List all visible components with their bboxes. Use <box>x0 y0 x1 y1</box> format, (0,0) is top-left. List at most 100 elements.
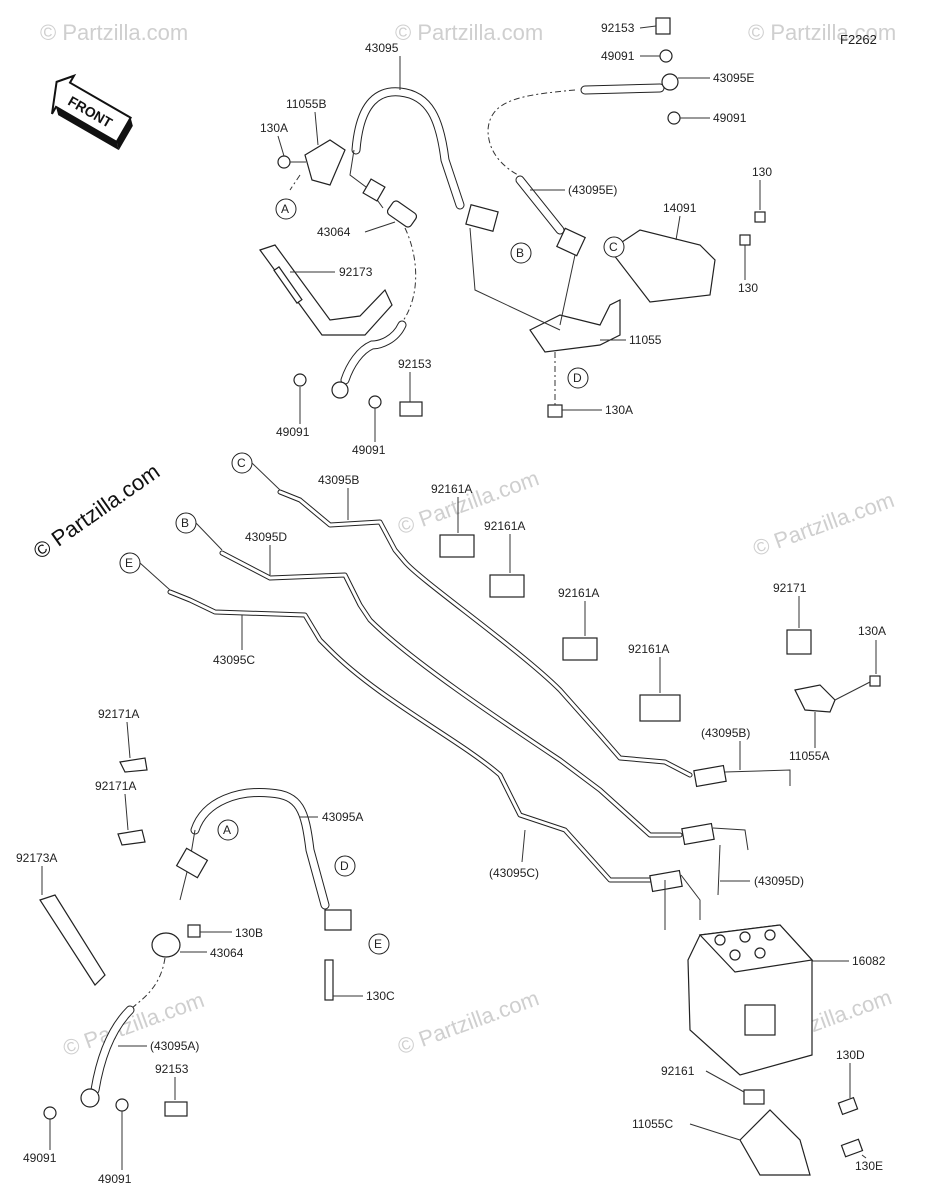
svg-text:43095A: 43095A <box>322 810 363 824</box>
bolt-92153-top <box>655 17 671 35</box>
grommet-92161 <box>743 1089 765 1105</box>
clamp-92161A-2 <box>489 574 525 598</box>
clamp-92161A-4 <box>639 694 681 722</box>
banjo-43095E <box>661 73 679 91</box>
svg-text:92171: 92171 <box>773 581 807 595</box>
svg-text:92153: 92153 <box>601 21 635 35</box>
bracket-11055C <box>739 1109 811 1176</box>
bolt-130B <box>187 924 201 938</box>
bolt-130A-right <box>869 675 881 687</box>
svg-text:(43095D): (43095D) <box>754 874 804 888</box>
svg-text:130A: 130A <box>260 121 288 135</box>
svg-text:B: B <box>181 516 189 530</box>
clamp-92161A-3 <box>562 637 598 661</box>
svg-text:A: A <box>223 823 231 837</box>
svg-text:E: E <box>374 937 382 951</box>
svg-text:B: B <box>516 246 524 260</box>
washer-49091-top2 <box>667 111 681 125</box>
svg-text:43095: 43095 <box>365 41 399 55</box>
svg-text:92161A: 92161A <box>628 642 669 656</box>
svg-text:D: D <box>573 371 582 385</box>
svg-text:92161A: 92161A <box>484 519 525 533</box>
svg-text:49091: 49091 <box>713 111 747 125</box>
bolt-130D <box>837 1096 859 1116</box>
stay-92173 <box>259 244 393 336</box>
bolt-92153-bot <box>164 1101 188 1117</box>
svg-text:11055: 11055 <box>629 333 662 347</box>
hose-joint-43095 <box>465 203 499 233</box>
svg-text:49091: 49091 <box>352 443 386 457</box>
svg-text:49091: 49091 <box>601 49 635 63</box>
svg-text:92173: 92173 <box>339 265 373 279</box>
svg-text:16082: 16082 <box>852 954 886 968</box>
bolt-130-a <box>754 211 766 223</box>
svg-text:43064: 43064 <box>317 225 351 239</box>
svg-text:130A: 130A <box>858 624 886 638</box>
watermark-main: © Partzilla.com <box>29 459 165 565</box>
svg-text:11055B: 11055B <box>286 97 326 111</box>
clamp-92161A-1 <box>439 534 475 558</box>
part-labels: 92153 49091 43095E 49091 43095 11055B 13… <box>16 21 886 1186</box>
svg-text:(43095E): (43095E) <box>568 183 617 197</box>
watermark-text: © Partzilla.com <box>395 20 543 45</box>
watermark-text: © Partzilla.com <box>750 487 898 561</box>
washer-49091-top-left <box>293 373 307 387</box>
callouts: A B C D C B E A D E <box>119 198 625 955</box>
svg-text:130: 130 <box>738 281 758 295</box>
svg-text:49091: 49091 <box>276 425 310 439</box>
svg-text:43095D: 43095D <box>245 530 287 544</box>
svg-text:92171A: 92171A <box>95 779 136 793</box>
svg-text:E: E <box>125 556 133 570</box>
svg-text:49091: 49091 <box>23 1151 57 1165</box>
svg-text:130B: 130B <box>235 926 263 940</box>
banjo-top <box>331 381 349 399</box>
bracket-11055B <box>304 139 346 186</box>
hose-joint-43095E <box>556 227 586 257</box>
svg-text:(43095C): (43095C) <box>489 866 539 880</box>
cover-14091 <box>609 229 716 303</box>
svg-text:130E: 130E <box>855 1159 883 1173</box>
svg-text:92161A: 92161A <box>558 586 599 600</box>
svg-text:92153: 92153 <box>155 1062 189 1076</box>
svg-text:92161: 92161 <box>661 1064 695 1078</box>
svg-text:14091: 14091 <box>663 201 697 215</box>
svg-text:130: 130 <box>752 165 772 179</box>
bolt-92153-mid <box>399 401 423 417</box>
svg-text:(43095B): (43095B) <box>701 726 750 740</box>
svg-text:A: A <box>281 202 289 216</box>
svg-text:92153: 92153 <box>398 357 432 371</box>
svg-text:11055C: 11055C <box>632 1117 673 1131</box>
svg-text:92161A: 92161A <box>431 482 472 496</box>
svg-text:92171A: 92171A <box>98 707 139 721</box>
abs-unit-16082 <box>687 924 814 1076</box>
joint-43095A <box>175 847 209 879</box>
svg-text:(43095A): (43095A) <box>150 1039 199 1053</box>
clip-92171A-2 <box>117 829 146 846</box>
clamp-11055A <box>794 684 836 713</box>
svg-text:49091: 49091 <box>98 1172 132 1186</box>
svg-text:11055A: 11055A <box>789 749 829 763</box>
svg-text:C: C <box>237 456 246 470</box>
washer-49091-bm <box>115 1098 129 1112</box>
front-arrow-icon: FRONT <box>51 73 133 151</box>
hose-joint-43095A <box>324 909 352 931</box>
svg-text:92173A: 92173A <box>16 851 57 865</box>
watermark-text: © Partzilla.com <box>394 985 542 1059</box>
stay-92173A <box>39 894 106 986</box>
bolt-130A-top <box>277 155 291 169</box>
clip-92171A-1 <box>119 757 148 773</box>
clamp-92171 <box>786 629 812 655</box>
svg-text:130C: 130C <box>366 989 395 1003</box>
washer-49091-top <box>659 49 673 63</box>
svg-text:130A: 130A <box>605 403 633 417</box>
grommet-43064-top <box>386 200 418 228</box>
svg-text:43095B: 43095B <box>318 473 359 487</box>
svg-text:43095C: 43095C <box>213 653 255 667</box>
washer-49091-bl <box>43 1106 57 1120</box>
svg-text:43064: 43064 <box>210 946 244 960</box>
bolt-130E <box>840 1138 864 1158</box>
pipe-43095D <box>219 550 683 838</box>
banjo-bottom <box>80 1088 100 1108</box>
